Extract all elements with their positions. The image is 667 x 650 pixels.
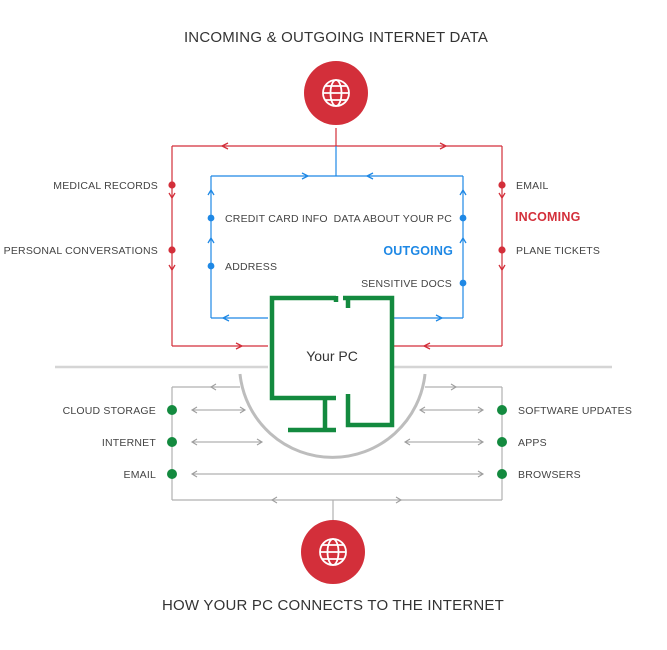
top-globe <box>304 61 368 125</box>
pc-arc <box>238 373 427 459</box>
connection-label-cloud-storage: CLOUD STORAGE <box>63 405 156 417</box>
incoming-label-personal-conversations: PERSONAL CONVERSATIONS <box>4 245 158 257</box>
globe-icon <box>322 79 350 107</box>
outgoing-heading: OUTGOING <box>383 244 453 258</box>
incoming-heading: INCOMING <box>515 210 581 224</box>
top-title: INCOMING & OUTGOING INTERNET DATA <box>184 29 488 46</box>
connection-dots <box>167 405 507 479</box>
bottom-title: HOW YOUR PC CONNECTS TO THE INTERNET <box>162 597 504 614</box>
outgoing-label-data-about-your-pc: DATA ABOUT YOUR PC <box>334 213 453 225</box>
connection-label-internet: INTERNET <box>102 437 156 449</box>
outgoing-dots <box>207 214 467 287</box>
outgoing-arrows <box>207 172 467 322</box>
pc-label: Your PC <box>306 348 358 364</box>
connection-label-apps: APPS <box>518 437 547 449</box>
connection-label-browsers: BROWSERS <box>518 469 581 481</box>
connection-line-arrows <box>209 383 458 504</box>
globe-icon <box>319 538 347 566</box>
outgoing-label-credit-card-info: CREDIT CARD INFO <box>225 213 328 225</box>
incoming-label-plane-tickets: PLANE TICKETS <box>516 245 600 257</box>
connections-frame <box>171 386 503 520</box>
incoming-arrows <box>168 142 506 350</box>
connection-label-email: EMAIL <box>123 469 156 481</box>
outgoing-loop <box>210 146 464 319</box>
incoming-dots <box>168 181 506 254</box>
bottom-globe <box>301 520 365 584</box>
pc-icon <box>268 295 395 433</box>
outgoing-label-address: ADDRESS <box>225 261 277 273</box>
connection-double-arrows <box>190 406 485 478</box>
incoming-label-medical-records: MEDICAL RECORDS <box>53 180 158 192</box>
outgoing-label-sensitive-docs: SENSITIVE DOCS <box>361 278 452 290</box>
connection-label-software-updates: SOFTWARE UPDATES <box>518 405 632 417</box>
incoming-label-email: EMAIL <box>516 180 549 192</box>
